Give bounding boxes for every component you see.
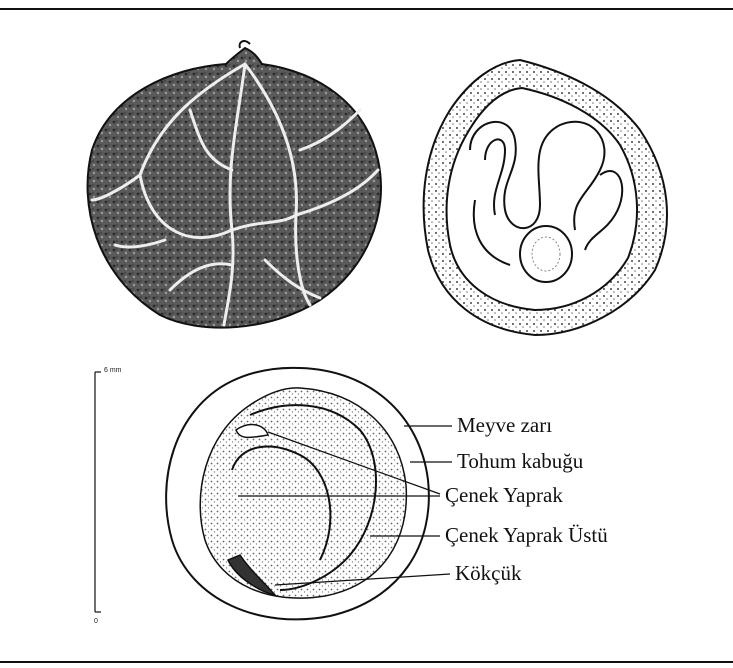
label-cenek-yaprak: Çenek Yaprak bbox=[445, 485, 563, 506]
label-cenek-yaprak-ustu: Çenek Yaprak Üstü bbox=[445, 525, 608, 546]
label-tohum-kabugu: Tohum kabuğu bbox=[457, 451, 583, 472]
longitudinal-section-drawing bbox=[166, 368, 429, 620]
scale-bar bbox=[95, 372, 101, 612]
label-kokcuk: Kökçük bbox=[455, 563, 522, 584]
scale-top-label: 6 mm bbox=[104, 367, 122, 374]
cross-section-drawing bbox=[424, 60, 667, 335]
whole-fruit-drawing bbox=[88, 41, 381, 328]
label-meyve-zari: Meyve zarı bbox=[457, 415, 552, 436]
scale-bottom-label: 0 bbox=[94, 618, 98, 625]
